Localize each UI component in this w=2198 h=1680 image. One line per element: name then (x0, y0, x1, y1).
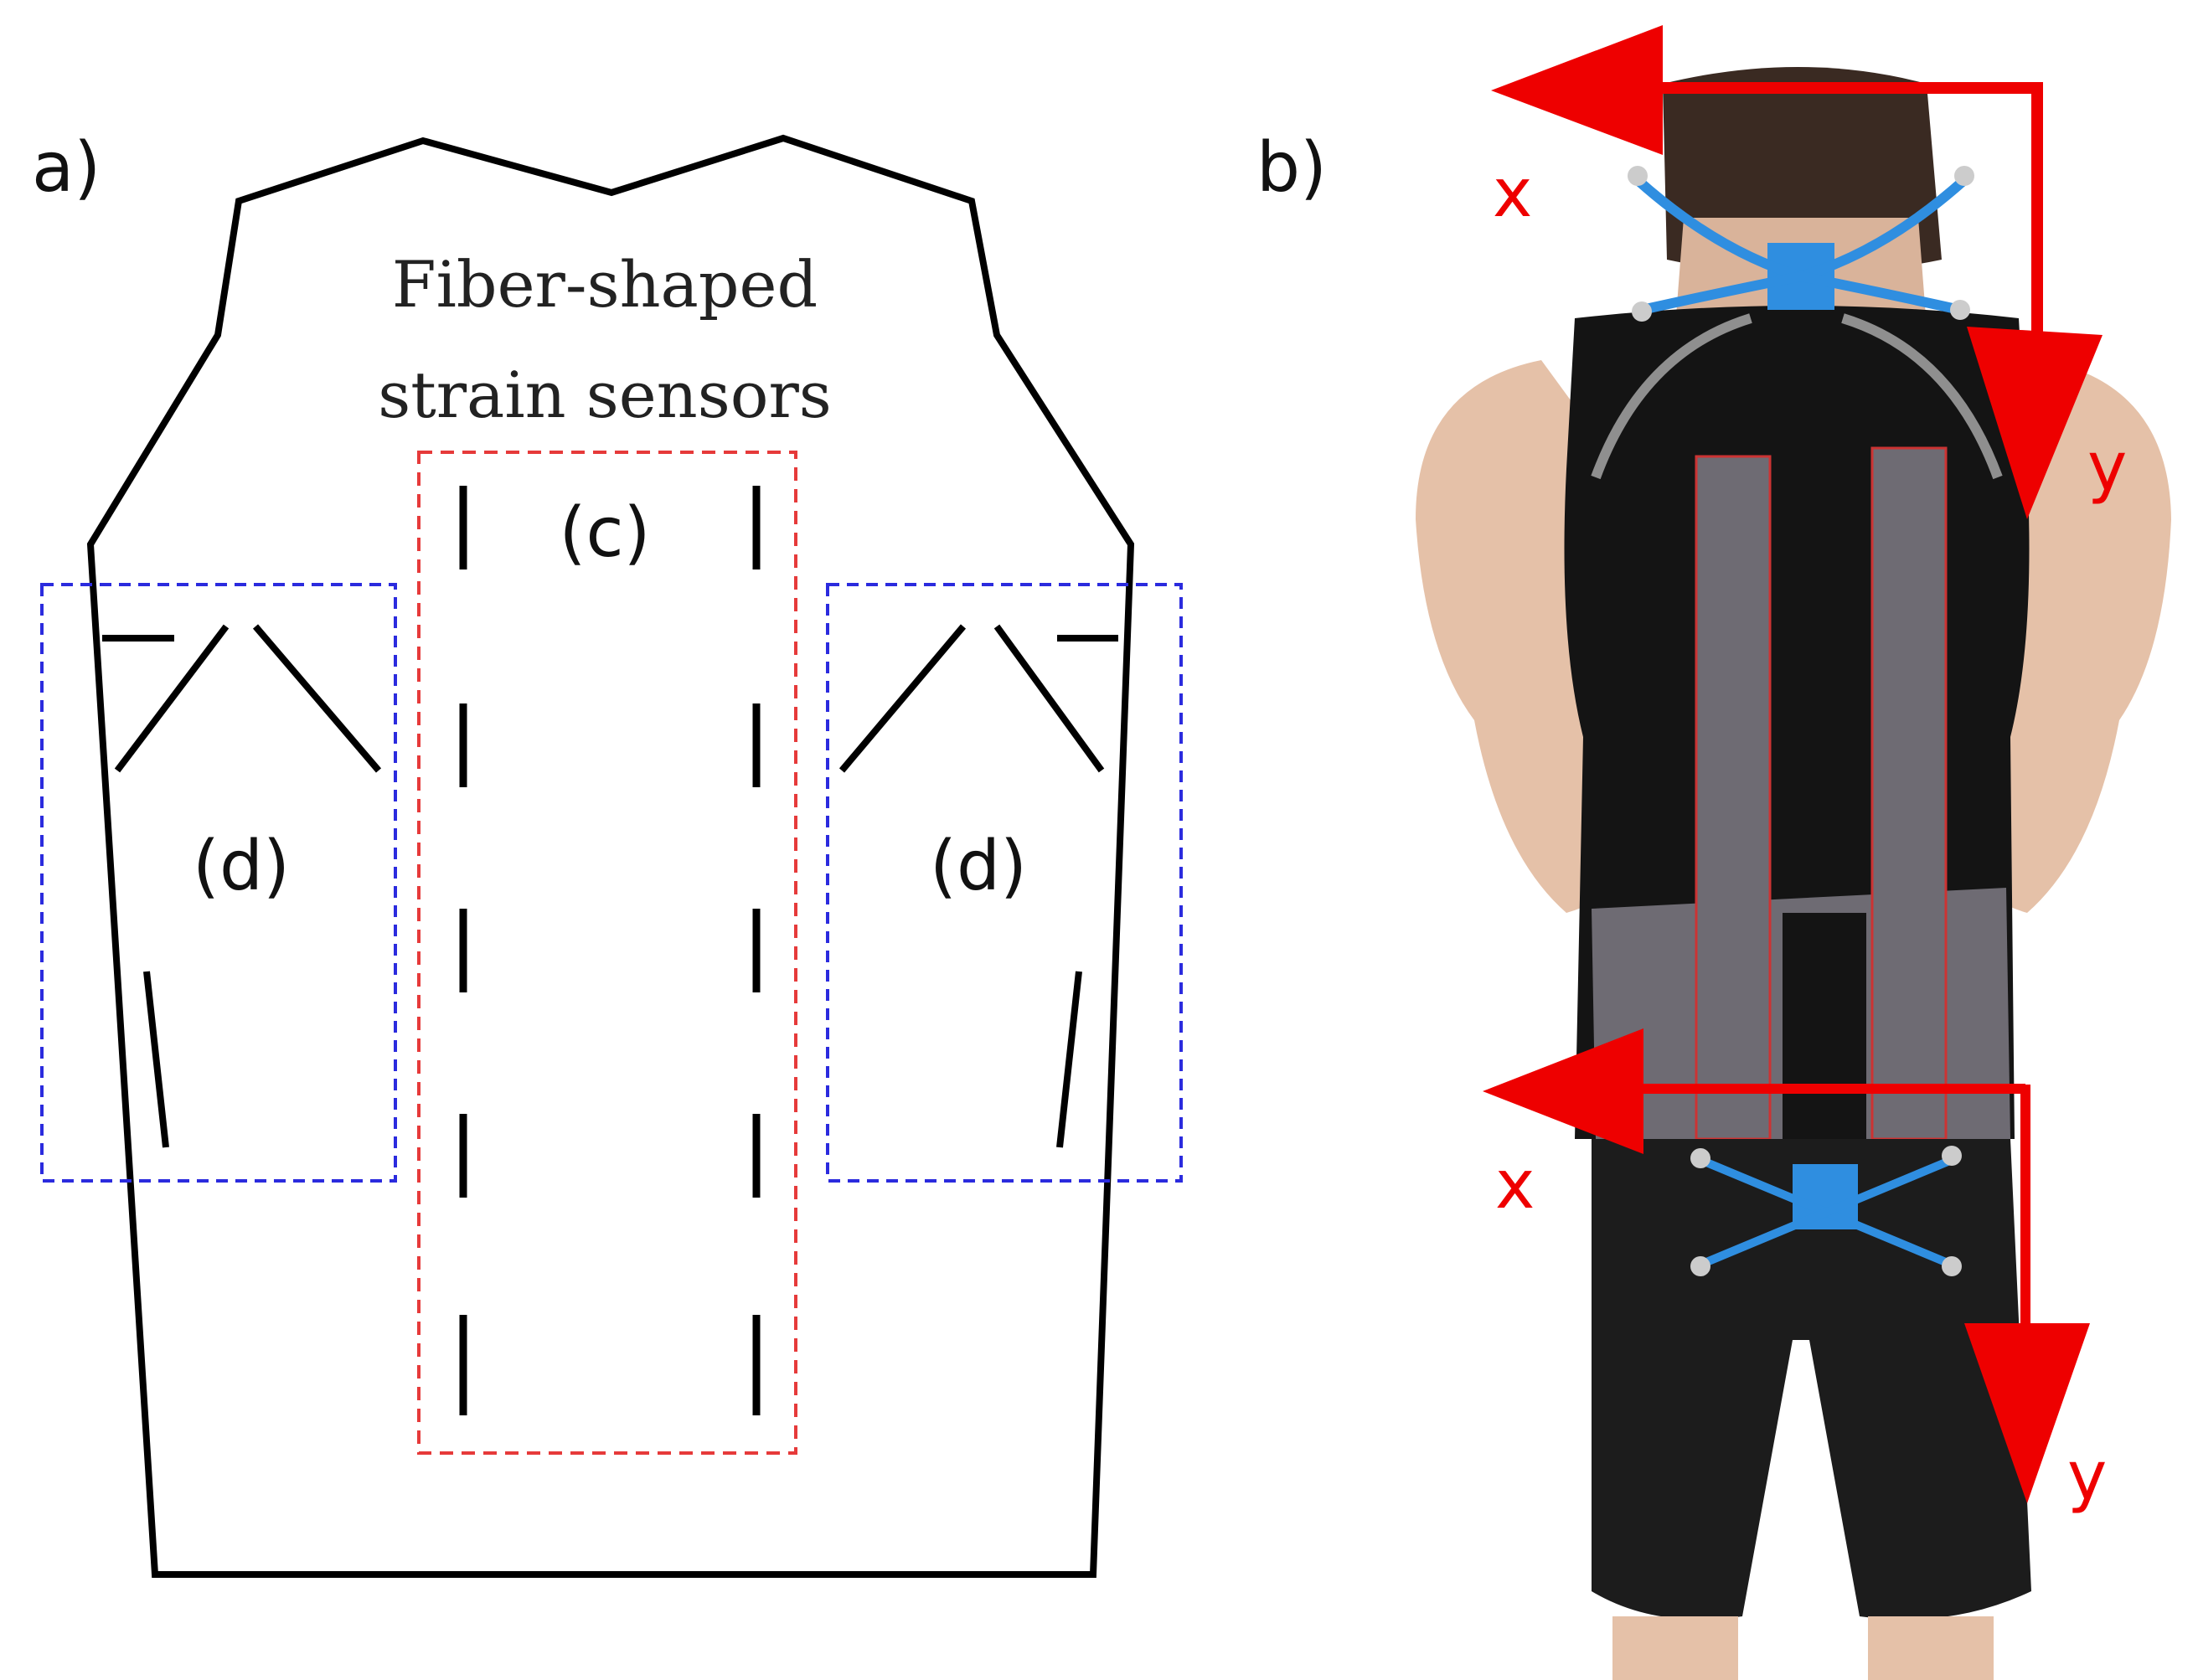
vest-piping (1841, 313, 2003, 480)
left-shoulder-sensor-region (40, 583, 397, 1183)
panel-b: b) (1256, 25, 2171, 1680)
spine-gap (1783, 913, 1866, 1139)
upper-x-arrowhead (1491, 25, 1663, 155)
region-c-label: (c) (559, 493, 650, 573)
region-d-right-label: (d) (930, 827, 1027, 906)
left-leg (1612, 1616, 1738, 1680)
lower-axes: x y (1483, 1028, 2107, 1515)
spine-sensor-strip-right (1870, 446, 1948, 1141)
left-shoulder-sensors (102, 624, 382, 1148)
fiber-sensor (143, 971, 169, 1148)
panel-b-label: b) (1256, 128, 1327, 208)
lower-y-label: y (2067, 1437, 2107, 1515)
vest-piping (1591, 313, 1752, 480)
subject-photo (1416, 67, 2171, 1680)
lower-x-arrowhead (1483, 1028, 1643, 1154)
upper-x-label: x (1493, 154, 1532, 232)
lower-y-arrowhead (1964, 1323, 2090, 1503)
upper-y-arrowhead (1967, 327, 2103, 519)
vest-title-line1: Fiber-shaped (392, 247, 818, 322)
spine-sensor-strip-left (1695, 455, 1772, 1141)
spine-sensor-region (417, 451, 797, 1455)
fiber-sensor (838, 624, 967, 773)
panel-a: a) Fiber-shaped strain sensors (c) (d) (32, 128, 1183, 1578)
panel-a-label: a) (32, 128, 101, 208)
fiber-sensor (114, 624, 230, 773)
fiber-sensor (252, 624, 382, 773)
upper-axes: x y (1491, 25, 2127, 519)
right-leg (1868, 1616, 1994, 1680)
right-shoulder-sensor-region (826, 583, 1183, 1183)
fiber-sensor (1056, 971, 1082, 1148)
upper-marker-cluster (1628, 166, 1974, 322)
region-d-left-label: (d) (193, 827, 290, 906)
lower-x-label: x (1495, 1146, 1535, 1224)
vest-title-line2: strain sensors (378, 358, 832, 432)
lower-marker-cluster (1690, 1146, 1962, 1276)
vest-outline (86, 134, 1135, 1578)
fiber-sensor (993, 624, 1105, 773)
upper-y-label: y (2087, 428, 2127, 506)
right-shoulder-sensors (838, 624, 1118, 1148)
